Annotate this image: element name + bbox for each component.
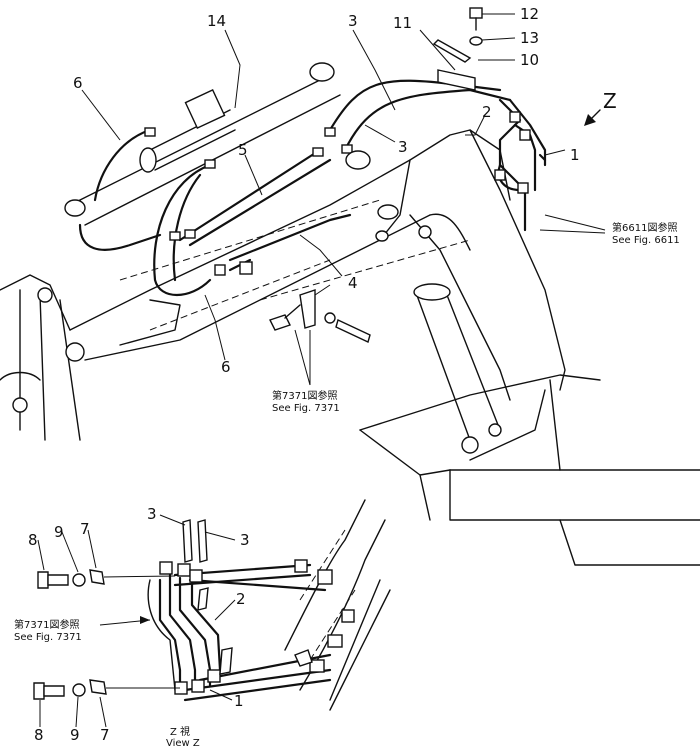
fittings [144, 111, 531, 276]
callout-1-view: 1 [234, 692, 244, 710]
callout-12: 12 [520, 5, 539, 23]
callout-13: 13 [520, 29, 539, 47]
leader-lines [81, 13, 606, 386]
callout-8-bottom: 8 [34, 726, 44, 744]
clamp-assembly [432, 7, 483, 91]
callout-2: 2 [482, 103, 492, 121]
figure-references: 第6611図参照 See Fig. 6611 第7371図参照 See Fig.… [14, 221, 680, 748]
ref-fig7371b-en: See Fig. 7371 [14, 632, 82, 643]
callout-4: 4 [348, 274, 358, 292]
hydraulic-cylinder [64, 62, 341, 226]
callout-8-top: 8 [28, 531, 38, 549]
callout-10: 10 [520, 51, 539, 69]
callout-7-bottom: 7 [100, 726, 110, 744]
callout-3-top: 3 [348, 12, 358, 30]
clamp-bolt [269, 284, 371, 343]
hoses [78, 79, 547, 296]
view-z-detail [33, 499, 391, 728]
callout-6-top: 6 [73, 74, 83, 92]
callout-3-mid: 3 [398, 138, 408, 156]
callout-5: 5 [238, 141, 248, 159]
callout-3-view-right: 3 [240, 531, 250, 549]
ref-fig6611-en: See Fig. 6611 [612, 235, 680, 246]
callout-7-top: 7 [80, 520, 90, 538]
ref-fig7371-en: See Fig. 7371 [272, 403, 340, 414]
callout-11: 11 [393, 14, 412, 32]
callout-2-view: 2 [236, 590, 246, 608]
callout-numbers: 14 6 3 3 5 4 6 11 12 13 10 2 1 3 3 2 1 8… [28, 5, 580, 744]
direction-label: Z [603, 89, 617, 113]
boom-structure [0, 129, 700, 566]
callout-9-top: 9 [54, 523, 64, 541]
callout-1: 1 [570, 146, 580, 164]
ref-fig7371-jp: 第7371図参照 [272, 389, 337, 402]
callout-14: 14 [207, 12, 226, 30]
view-z-jp: Z 視 [170, 725, 190, 738]
callout-6-bottom: 6 [221, 358, 231, 376]
callout-9-bottom: 9 [70, 726, 80, 744]
ref-fig7371b-jp: 第7371図参照 [14, 618, 79, 631]
view-z-en: View Z [166, 738, 200, 748]
direction-arrow [584, 109, 601, 126]
callout-3-view-left: 3 [147, 505, 157, 523]
ref-fig6611-jp: 第6611図参照 [612, 221, 677, 234]
